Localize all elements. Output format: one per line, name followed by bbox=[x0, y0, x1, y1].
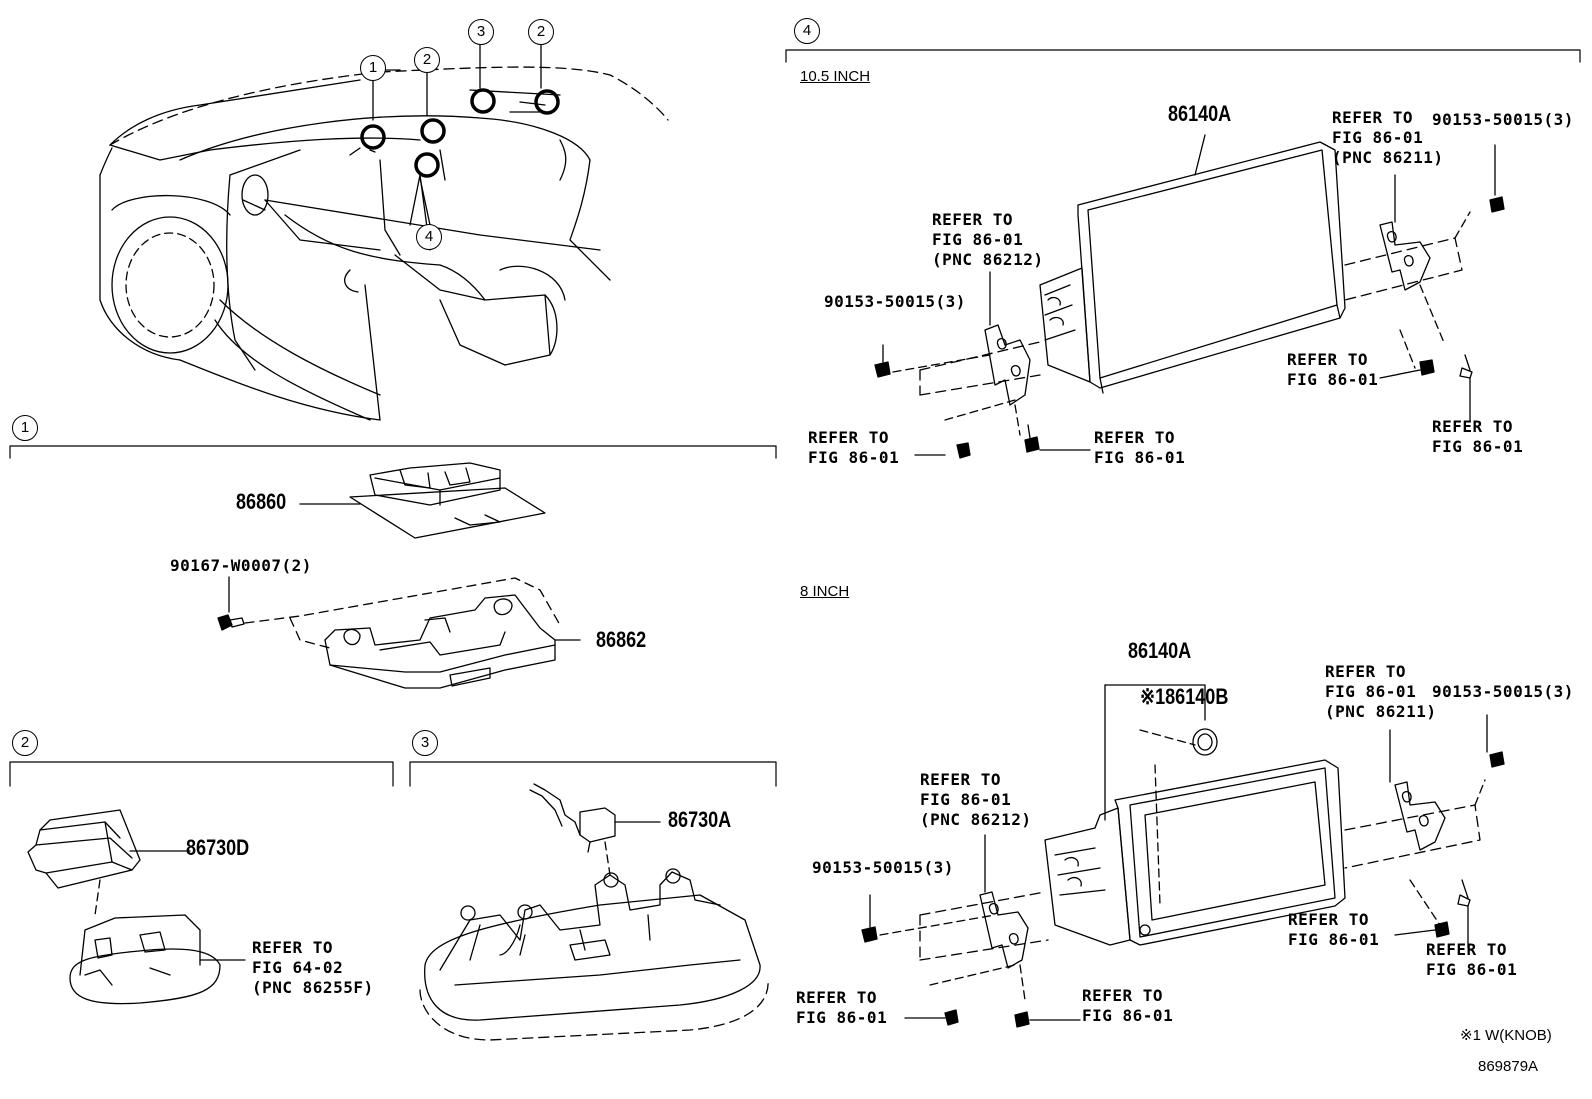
ref-mid-right-8-l1: REFER TO bbox=[1288, 910, 1370, 929]
ref-bottom-mid-105-l1: REFER TO bbox=[1094, 428, 1176, 447]
section-3-marker: 3 bbox=[412, 730, 438, 756]
ref-far-right-105-l2: FIG 86-01 bbox=[1432, 437, 1524, 456]
ref-left-top-105-l1: REFER TO bbox=[932, 210, 1014, 229]
section-1-marker: 1 bbox=[12, 415, 38, 441]
section4-8-illustration bbox=[861, 684, 1505, 1028]
ref-left-top-8-l3: (PNC 86212) bbox=[920, 810, 1032, 829]
overview-callout-1: 1 bbox=[360, 55, 386, 81]
part-86140A-8-label: 86140A bbox=[1128, 638, 1192, 663]
section2-illustration bbox=[27, 809, 246, 1005]
ref-right-top-105-l3: (PNC 86211) bbox=[1332, 148, 1444, 167]
ref-left-top-8-l1: REFER TO bbox=[920, 770, 1002, 789]
ref-bottom-mid-8-l2: FIG 86-01 bbox=[1082, 1006, 1174, 1025]
ref-far-right-8-l2: FIG 86-01 bbox=[1426, 960, 1518, 979]
ref-bottom-mid-105-l2: FIG 86-01 bbox=[1094, 448, 1186, 467]
s2-ref-line1: REFER TO bbox=[252, 938, 334, 957]
screw-left-8-label: 90153-50015(3) bbox=[812, 858, 954, 877]
ref-bottom-left-8-l1: REFER TO bbox=[796, 988, 878, 1007]
overview-callout-2: 2 bbox=[414, 47, 440, 73]
size-10-5-inch-label: 10.5 INCH bbox=[800, 68, 871, 85]
ref-mid-right-8-l2: FIG 86-01 bbox=[1288, 930, 1380, 949]
section3-illustration bbox=[419, 783, 769, 1041]
ref-right-top-105-l1: REFER TO bbox=[1332, 108, 1414, 127]
section4-105-illustration bbox=[874, 134, 1505, 459]
part-86860-label: 86860 bbox=[236, 489, 287, 514]
ref-bottom-left-105-l2: FIG 86-01 bbox=[808, 448, 900, 467]
ref-bottom-left-105-l1: REFER TO bbox=[808, 428, 890, 447]
s2-ref-line3: (PNC 86255F) bbox=[252, 978, 374, 997]
part-86140A-105-label: 86140A bbox=[1168, 101, 1232, 126]
footnote-knob: ※1 W(KNOB) bbox=[1460, 1027, 1552, 1044]
overview-callout-3: 3 bbox=[468, 19, 494, 45]
ref-left-top-105-l2: FIG 86-01 bbox=[932, 230, 1024, 249]
screw-left-105-label: 90153-50015(3) bbox=[824, 292, 966, 311]
size-8-inch-label: 8 INCH bbox=[800, 583, 850, 600]
ref-mid-right-105-l1: REFER TO bbox=[1287, 350, 1369, 369]
screw-right-8-label: 90153-50015(3) bbox=[1432, 682, 1574, 701]
screw-right-105-label: 90153-50015(3) bbox=[1432, 110, 1574, 129]
part-86862-label: 86862 bbox=[596, 627, 647, 652]
section1-illustration bbox=[217, 462, 581, 689]
ref-left-top-105-l3: (PNC 86212) bbox=[932, 250, 1044, 269]
drawing-number: 869879A bbox=[1478, 1058, 1539, 1075]
ref-left-top-8-l2: FIG 86-01 bbox=[920, 790, 1012, 809]
ref-far-right-8-l1: REFER TO bbox=[1426, 940, 1508, 959]
ref-bottom-left-8-l2: FIG 86-01 bbox=[796, 1008, 888, 1027]
part-86730D-label: 86730D bbox=[186, 835, 250, 860]
ref-bottom-mid-8-l1: REFER TO bbox=[1082, 986, 1164, 1005]
ref-mid-right-105-l2: FIG 86-01 bbox=[1287, 370, 1379, 389]
car-interior-illustration bbox=[99, 44, 669, 421]
overview-callout-2b: 2 bbox=[528, 19, 554, 45]
part-86730A-label: 86730A bbox=[668, 807, 732, 832]
ref-right-top-8-l1: REFER TO bbox=[1325, 662, 1407, 681]
ref-right-top-105-l2: FIG 86-01 bbox=[1332, 128, 1424, 147]
section-frames bbox=[9, 49, 1581, 787]
overview-callout-4: 4 bbox=[416, 224, 442, 250]
ref-right-top-8-l2: FIG 86-01 bbox=[1325, 682, 1417, 701]
part-86140B-knob-label: ※186140B bbox=[1140, 684, 1229, 709]
ref-far-right-105-l1: REFER TO bbox=[1432, 417, 1514, 436]
section-4-marker: 4 bbox=[794, 18, 820, 44]
section-2-marker: 2 bbox=[12, 730, 38, 756]
bolt-90167-label: 90167-W0007(2) bbox=[170, 556, 312, 575]
s2-ref-line2: FIG 64-02 bbox=[252, 958, 344, 977]
ref-right-top-8-l3: (PNC 86211) bbox=[1325, 702, 1437, 721]
